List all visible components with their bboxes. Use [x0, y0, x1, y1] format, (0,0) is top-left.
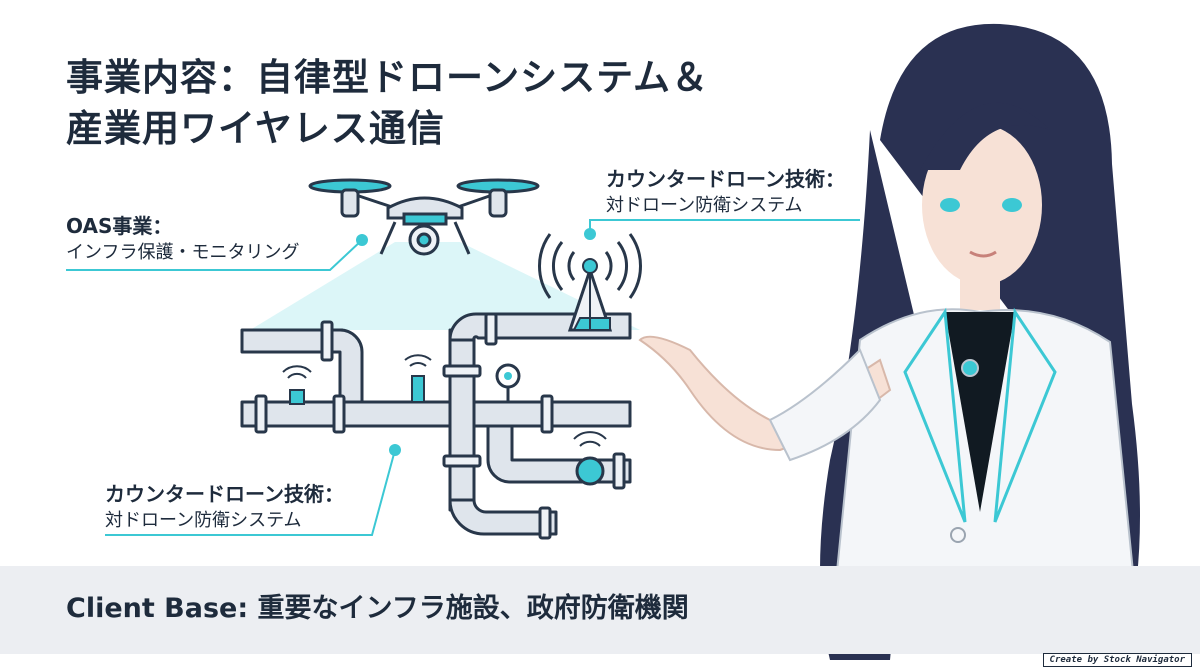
label-oas-sub: インフラ保護・モニタリング: [66, 242, 300, 263]
sensor-icon: [282, 365, 312, 405]
credit-badge: Create by Stock Navigator: [1042, 653, 1192, 667]
scan-cone: [250, 242, 640, 330]
label-counter-top-sub: 対ドローン防衛システム: [606, 195, 803, 216]
drone-icon: [308, 178, 540, 256]
callout-dot-top: [584, 228, 596, 240]
label-counter-top-heading: カウンタードローン技術：: [606, 167, 845, 191]
client-base-text: Client Base: 重要なインフラ施設、政府防衛機関: [66, 593, 689, 624]
callout-dot-oas: [356, 234, 368, 246]
title-line-2: 産業用ワイヤレス通信: [66, 107, 445, 150]
label-counter-bottom-heading: カウンタードローン技術：: [105, 482, 344, 506]
label-counter-top: カウンタードローン技術： 対ドローン防衛システム: [606, 165, 845, 219]
presenter-illustration: [638, 23, 1142, 660]
sensor-icon: [404, 354, 432, 403]
gauge-icon: [495, 363, 521, 402]
label-counter-bottom-sub: 対ドローン防衛システム: [105, 510, 302, 531]
label-counter-bottom: カウンタードローン技術： 対ドローン防衛システム: [105, 480, 344, 534]
callout-dot-bottom: [389, 444, 401, 456]
label-oas-heading: OAS事業：: [66, 214, 173, 238]
pipe-flanges: [254, 312, 626, 540]
page-title: 事業内容：自律型ドローンシステム＆ 産業用ワイヤレス通信: [66, 52, 709, 154]
title-line-1: 事業内容：自律型ドローンシステム＆: [66, 56, 710, 99]
valve-icon: [573, 431, 607, 486]
antenna-tower-icon: [537, 233, 643, 332]
label-oas: OAS事業： インフラ保護・モニタリング: [66, 212, 299, 266]
callout-lines: [66, 219, 860, 536]
footer-bar: Client Base: 重要なインフラ施設、政府防衛機関: [0, 566, 1200, 654]
